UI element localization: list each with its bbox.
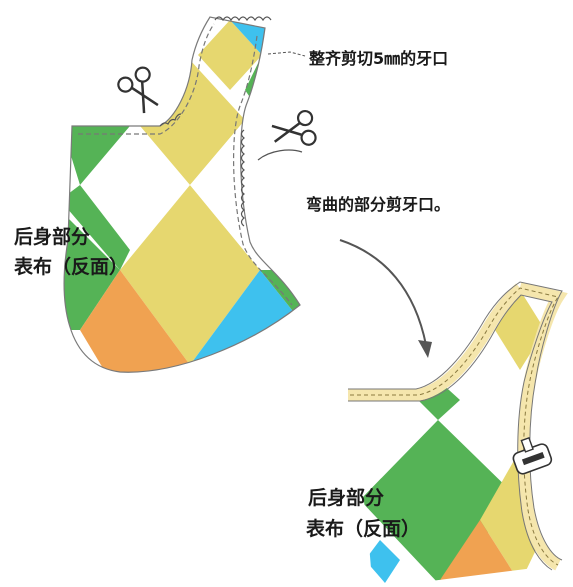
curve-cut-annotation: 弯曲的部分剪牙口。: [306, 195, 451, 214]
notch-marks-neck: [159, 113, 182, 127]
notch-marks-armhole: [240, 129, 245, 227]
notch-marks-top: [214, 16, 272, 22]
scissors-icon: [117, 66, 159, 114]
notch-cut-annotation: 整齐剪切5㎜的牙口: [309, 49, 449, 68]
diamond-green-left: [64, 185, 130, 270]
piece-label-top-line1: 后身部分: [14, 226, 91, 248]
leader-line-notch: [267, 51, 306, 57]
diamond-green-bottom-left: [64, 210, 120, 330]
piece-outline: [63, 16, 301, 373]
diamond-orange: [80, 270, 190, 373]
diamond-orange-lower: [438, 520, 520, 583]
stitch-line-armhole: [233, 35, 293, 306]
diamond-green-large: [360, 420, 520, 583]
stitch-line-neck: [78, 23, 215, 135]
piece-label-bottom-line1: 后身部分: [308, 487, 385, 509]
sewing-machine-foot-icon: [512, 436, 553, 475]
bias-tape-outline: [348, 281, 563, 571]
diamond-green-left-top: [64, 120, 135, 185]
piece-label-top-line2: 表布（反面）: [14, 256, 129, 278]
curved-arrow-icon: [339, 239, 432, 358]
piece-label-bottom-line2: 表布（反面）: [306, 518, 421, 540]
diamond-yellow-mid: [120, 185, 260, 365]
back-piece-top: [63, 16, 301, 373]
diamond-blue-lower: [365, 540, 400, 583]
leader-line-curve: [257, 149, 303, 161]
stitch-line-tape: [350, 287, 559, 566]
scissors-icon: [271, 109, 317, 146]
